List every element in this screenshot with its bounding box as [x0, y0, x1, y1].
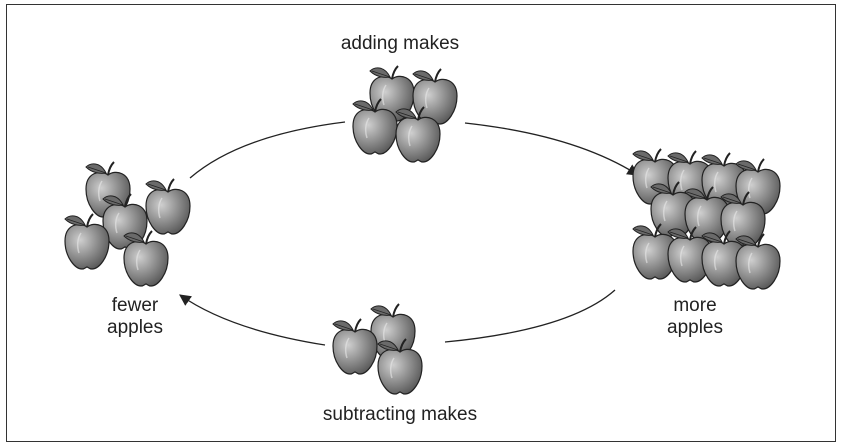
apple-icon [123, 230, 169, 287]
subtracting-apple-group [332, 303, 423, 395]
subtracting-label: subtracting makes [322, 404, 478, 425]
apple-icon [332, 318, 378, 375]
arc-bottom-right [444, 289, 616, 343]
more-label-line2: apples [667, 317, 723, 338]
fewer-label-line1: fewer [111, 295, 159, 316]
arrow-top-right [464, 122, 639, 176]
fewer-apples-label: fewer apples [65, 295, 205, 339]
apple-icon [64, 213, 110, 270]
more-apples-label: more apples [625, 295, 765, 339]
more-label-line1: more [673, 295, 717, 316]
fewer-apple-group [64, 161, 191, 287]
fewer-label-line2: apples [107, 317, 163, 338]
more-apple-group [632, 148, 781, 290]
arc-top-left [189, 121, 346, 179]
adding-label: adding makes [340, 33, 460, 54]
adding-apple-group [352, 65, 458, 163]
apple-icon [145, 178, 191, 235]
arrow-bottom-left [179, 294, 326, 346]
apple-icon [735, 233, 781, 290]
